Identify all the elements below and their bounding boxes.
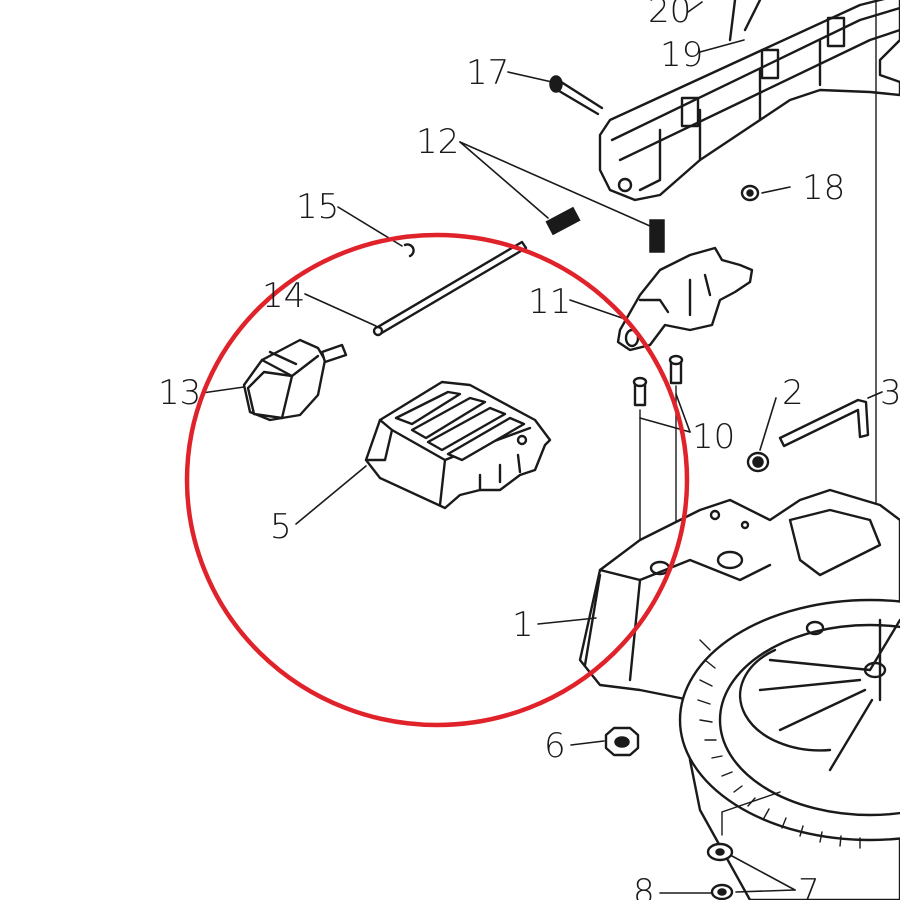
leader-lines <box>201 1 883 894</box>
callout-label-13: 13 <box>158 373 201 413</box>
callout-labels: 1 2 3 5 6 7 8 10 11 12 13 14 15 17 18 19… <box>158 0 900 900</box>
lever-part-11 <box>616 246 754 352</box>
rod-part-14 <box>372 240 528 337</box>
bolt-part-17 <box>549 75 604 116</box>
callout-label-3: 3 <box>880 373 900 413</box>
callout-label-18: 18 <box>802 168 845 208</box>
washer-part-2 <box>746 451 770 473</box>
callout-label-10: 10 <box>692 417 735 457</box>
callout-label-2: 2 <box>782 373 804 413</box>
clip-part-15 <box>403 243 415 258</box>
callout-label-6: 6 <box>544 726 566 766</box>
callout-label-5: 5 <box>270 507 292 547</box>
spring-part-12b <box>649 219 665 253</box>
highlight-circle <box>184 232 690 728</box>
hex-key-part-3 <box>778 398 870 448</box>
bolt-part-8 <box>710 883 734 900</box>
nut-part-18 <box>740 184 760 202</box>
callout-label-19: 19 <box>660 35 703 75</box>
callout-label-8: 8 <box>633 872 655 900</box>
callout-label-12: 12 <box>416 122 459 162</box>
upper-arm-part <box>598 0 900 900</box>
spring-part-12a <box>545 206 581 236</box>
callout-label-11: 11 <box>528 282 571 322</box>
plate-part-5 <box>364 380 552 510</box>
base-part-1 <box>578 488 900 900</box>
callout-label-15: 15 <box>296 187 339 227</box>
nut-part-6 <box>604 726 640 757</box>
knob-part-13 <box>242 338 348 422</box>
callout-label-14: 14 <box>262 276 305 316</box>
callout-label-17: 17 <box>466 53 509 93</box>
callout-label-7: 7 <box>798 872 820 900</box>
callout-label-1: 1 <box>512 605 534 645</box>
washer-part-7 <box>706 791 781 862</box>
callout-label-20: 20 <box>648 0 691 31</box>
